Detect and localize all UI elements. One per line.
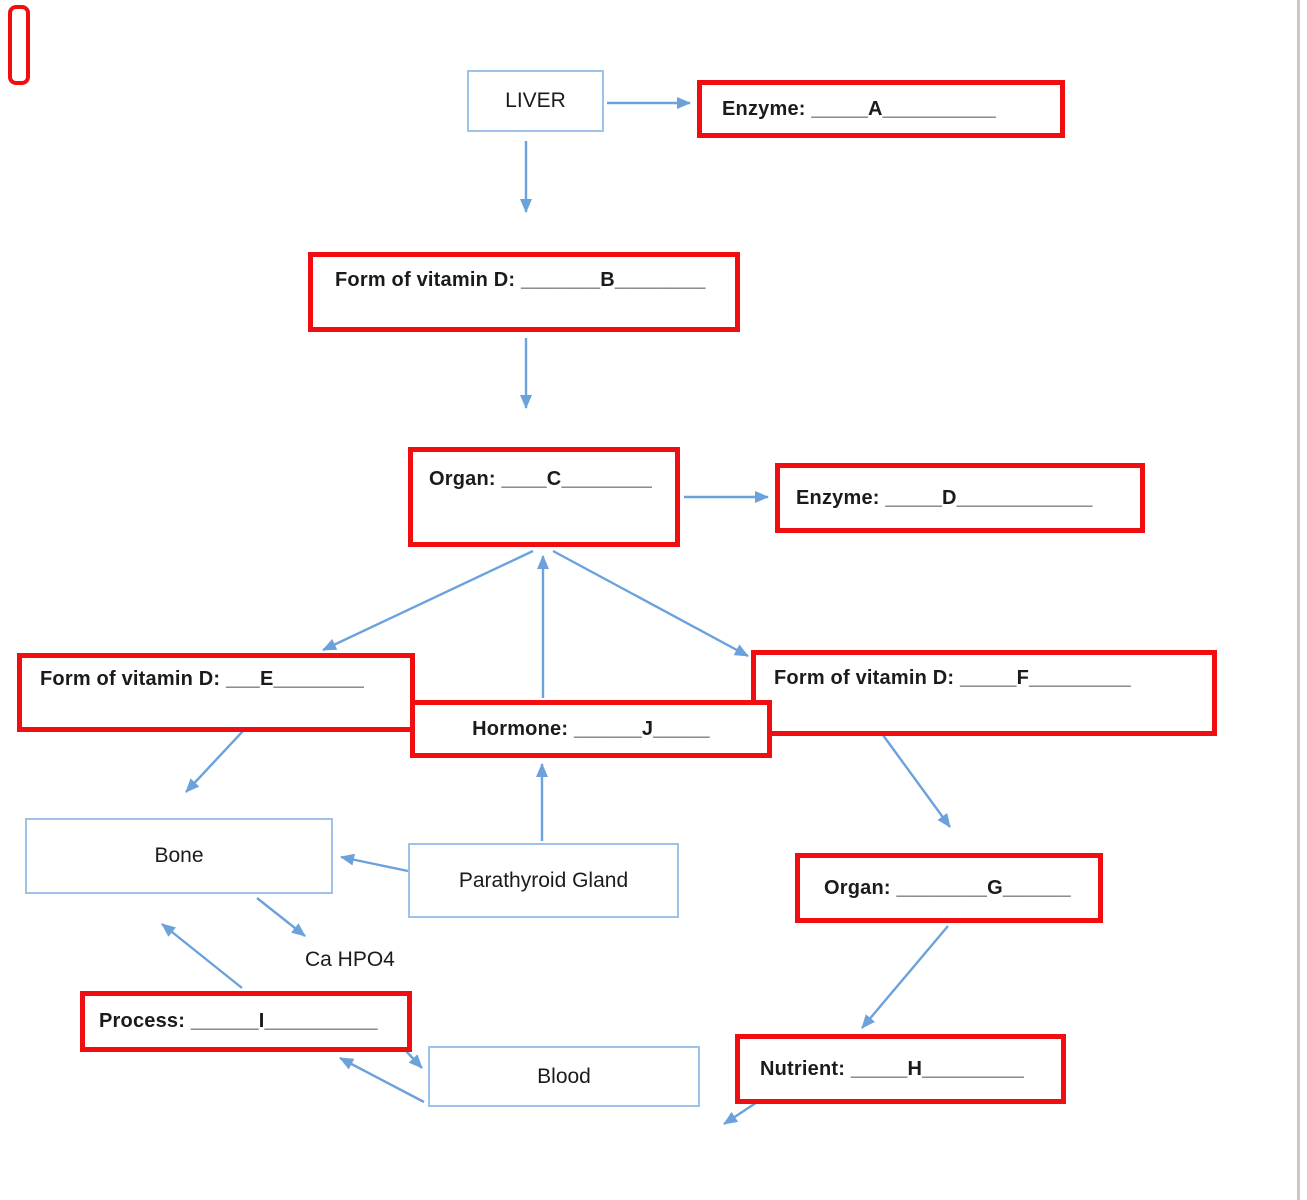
node-bone-label: Bone [154, 844, 204, 867]
node-blood: Blood [428, 1046, 700, 1107]
arrow-bone-to-ca-hpo4 [256, 897, 306, 937]
node-bone: Bone [25, 818, 333, 894]
node-nutrient-h: Nutrient: _____H_________ [735, 1034, 1066, 1104]
node-liver-label: LIVER [505, 89, 566, 112]
node-organ-g-label: Organ: ________G______ [824, 876, 1071, 899]
node-enzyme-d-label: Enzyme: _____D____________ [796, 486, 1093, 509]
node-process-i: Process: ______I__________ [80, 991, 412, 1052]
node-form-e-label: Form of vitamin D: ___E________ [40, 668, 365, 690]
node-process-i-label: Process: ______I__________ [99, 1010, 378, 1032]
node-hormone-j: Hormone: ______J_____ [410, 700, 772, 758]
node-parathyroid-gland: Parathyroid Gland [408, 843, 679, 918]
arrow-form-f-to-organ-g [871, 719, 951, 828]
page-edge-line [1297, 0, 1300, 1200]
node-form-of-vitamin-d-e: Form of vitamin D: ___E________ [17, 653, 415, 732]
node-organ-c: Organ: ____C________ [408, 447, 680, 547]
node-hormone-j-label: Hormone: ______J_____ [472, 717, 710, 740]
corner-red-marker [8, 5, 30, 85]
node-enzyme-a-label: Enzyme: _____A__________ [722, 97, 996, 120]
node-blood-label: Blood [537, 1064, 591, 1088]
node-form-of-vitamin-d-f: Form of vitamin D: _____F_________ [751, 650, 1217, 736]
arrow-organ-c-to-form-f [552, 549, 749, 658]
node-organ-c-label: Organ: ____C________ [429, 468, 653, 490]
node-form-f-label: Form of vitamin D: _____F_________ [774, 667, 1131, 689]
node-organ-g: Organ: ________G______ [795, 853, 1103, 923]
arrow-organ-c-to-form-e [322, 549, 534, 652]
ca-hpo4-label: Ca HPO4 [305, 948, 395, 971]
arrow-organ-g-to-nutrient-h [861, 925, 949, 1029]
node-parathyroid-gland-label: Parathyroid Gland [458, 868, 629, 892]
node-liver: LIVER [467, 70, 604, 132]
node-form-b-label: Form of vitamin D: _______B________ [335, 269, 706, 291]
arrow-parathyroid-to-bone [340, 853, 409, 873]
arrow-process-i-to-bone [161, 923, 243, 989]
node-form-of-vitamin-d-b: Form of vitamin D: _______B________ [308, 252, 740, 332]
node-enzyme-d: Enzyme: _____D____________ [775, 463, 1145, 533]
node-enzyme-a: Enzyme: _____A__________ [697, 80, 1065, 138]
arrow-blood-to-process-i [339, 1056, 425, 1104]
node-nutrient-h-label: Nutrient: _____H_________ [760, 1057, 1025, 1080]
